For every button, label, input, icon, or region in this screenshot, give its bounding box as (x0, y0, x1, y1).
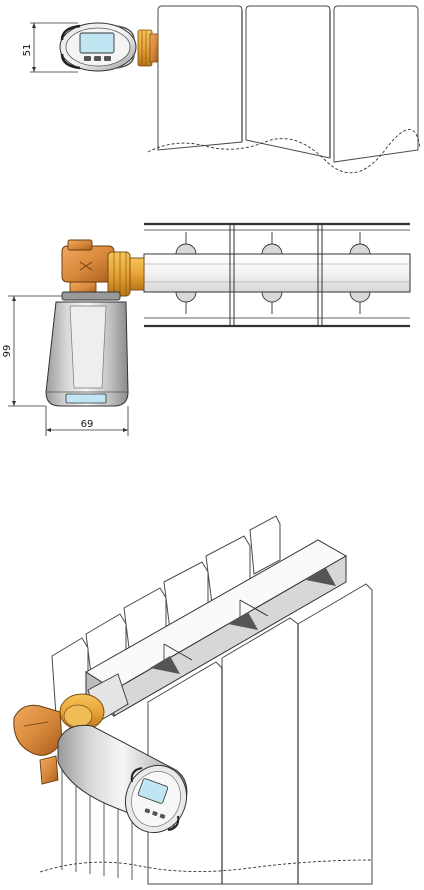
front-thermostat-head (59, 22, 137, 72)
button-left (84, 56, 91, 61)
dimension-99-label: 99 (2, 345, 13, 358)
iso-lcd-screen (137, 778, 169, 804)
lcd-screen (79, 32, 115, 54)
front-radiator (147, 5, 421, 174)
button-center (94, 56, 101, 61)
iso-radiator (39, 515, 373, 885)
side-height-dimension: 99 (2, 295, 62, 407)
dimension-51-label: 51 (22, 44, 33, 57)
side-radiator (143, 222, 411, 328)
iso-thermostat-head (57, 724, 188, 834)
front-valve (137, 29, 159, 67)
side-lcd-screen (65, 393, 107, 404)
button-right (104, 56, 111, 61)
dimension-69-label: 69 (81, 419, 94, 430)
side-valve (61, 239, 145, 297)
side-width-dimension: 69 (45, 406, 129, 436)
front-view: 51 (22, 5, 421, 174)
front-height-dimension: 51 (22, 22, 78, 73)
iso-valve (13, 673, 129, 785)
side-view: 99 69 (2, 222, 411, 436)
isometric-view (13, 515, 373, 885)
side-thermostat-head (45, 291, 129, 407)
